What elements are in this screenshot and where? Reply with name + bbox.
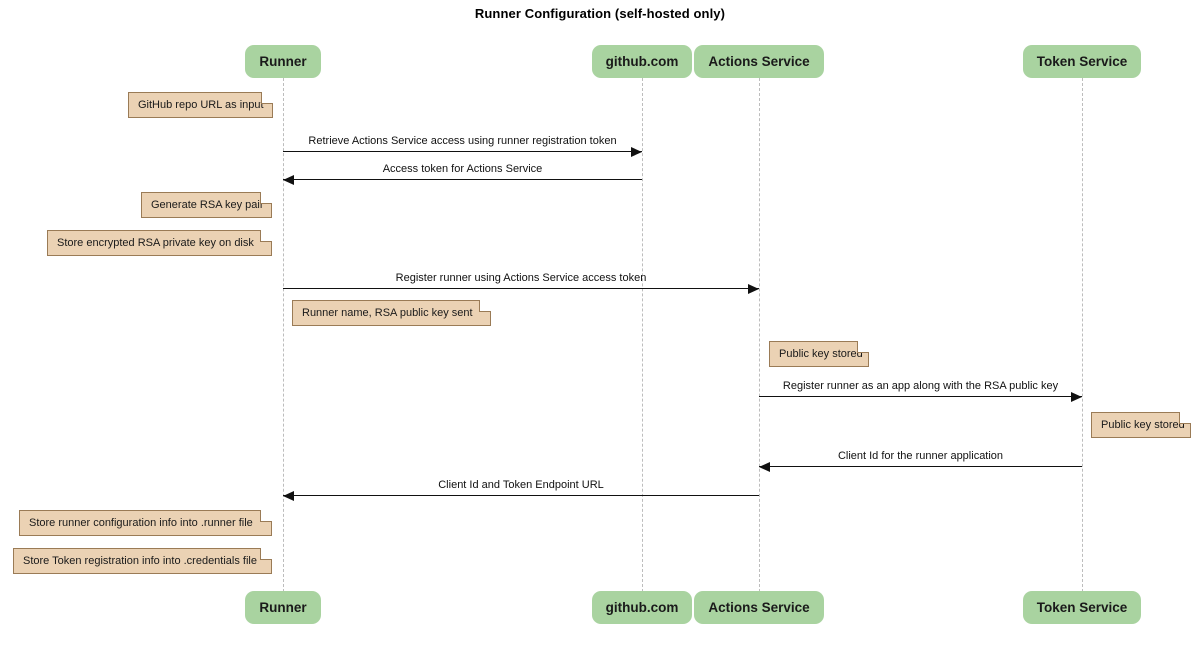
participant-github-bottom[interactable]: github.com: [591, 591, 693, 624]
message-arrowhead-1: [631, 147, 642, 157]
lifeline-actions: [759, 78, 760, 592]
message-arrowhead-4: [1071, 392, 1082, 402]
message-arrowhead-2: [283, 175, 294, 185]
note-label: Store encrypted RSA private key on disk: [57, 237, 254, 249]
participant-label: Actions Service: [708, 600, 810, 615]
note-7: Store runner configuration info into .ru…: [19, 510, 272, 536]
participant-label: Token Service: [1036, 54, 1128, 69]
message-line-4: [759, 396, 1082, 397]
participant-token-top[interactable]: Token Service: [1022, 45, 1142, 78]
participant-label: Runner: [259, 54, 307, 69]
note-label: Store runner configuration info into .ru…: [29, 517, 253, 529]
message-label-5: Client Id for the runner application: [837, 450, 1004, 462]
note-label: Generate RSA key pair: [151, 199, 264, 211]
participant-label: github.com: [605, 54, 679, 69]
message-label-2: Access token for Actions Service: [382, 163, 543, 175]
participant-actions-bottom[interactable]: Actions Service: [694, 591, 824, 624]
participant-actions-top[interactable]: Actions Service: [694, 45, 824, 78]
participant-label: Token Service: [1036, 600, 1128, 615]
note-label: Public key stored: [1101, 419, 1185, 431]
message-label-4: Register runner as an app along with the…: [782, 380, 1059, 392]
page-title: Runner Configuration (self-hosted only): [474, 6, 726, 21]
lifeline-github: [642, 78, 643, 592]
participant-label: Actions Service: [708, 54, 810, 69]
participant-runner-top[interactable]: Runner: [245, 45, 321, 78]
note-1: GitHub repo URL as input: [128, 92, 273, 118]
message-arrowhead-6: [283, 491, 294, 501]
message-line-1: [283, 151, 642, 152]
note-6: Public key stored: [1091, 412, 1191, 438]
message-label-1: Retrieve Actions Service access using ru…: [308, 135, 617, 147]
message-label-3: Register runner using Actions Service ac…: [395, 272, 647, 284]
message-line-3: [283, 288, 759, 289]
note-5: Public key stored: [769, 341, 869, 367]
note-8: Store Token registration info into .cred…: [13, 548, 272, 574]
message-line-5: [759, 466, 1082, 467]
message-arrowhead-5: [759, 462, 770, 472]
message-line-6: [283, 495, 759, 496]
note-label: Store Token registration info into .cred…: [23, 555, 257, 567]
participant-label: Runner: [259, 600, 307, 615]
lifeline-runner: [283, 78, 284, 592]
participant-label: github.com: [605, 600, 679, 615]
note-2: Generate RSA key pair: [141, 192, 272, 218]
lifeline-token: [1082, 78, 1083, 592]
message-arrowhead-3: [748, 284, 759, 294]
note-label: Public key stored: [779, 348, 863, 360]
note-label: GitHub repo URL as input: [138, 99, 264, 111]
message-line-2: [283, 179, 642, 180]
note-3: Store encrypted RSA private key on disk: [47, 230, 272, 256]
note-label: Runner name, RSA public key sent: [302, 307, 473, 319]
note-4: Runner name, RSA public key sent: [292, 300, 491, 326]
participant-token-bottom[interactable]: Token Service: [1022, 591, 1142, 624]
message-label-6: Client Id and Token Endpoint URL: [438, 479, 604, 491]
participant-github-top[interactable]: github.com: [591, 45, 693, 78]
participant-runner-bottom[interactable]: Runner: [245, 591, 321, 624]
